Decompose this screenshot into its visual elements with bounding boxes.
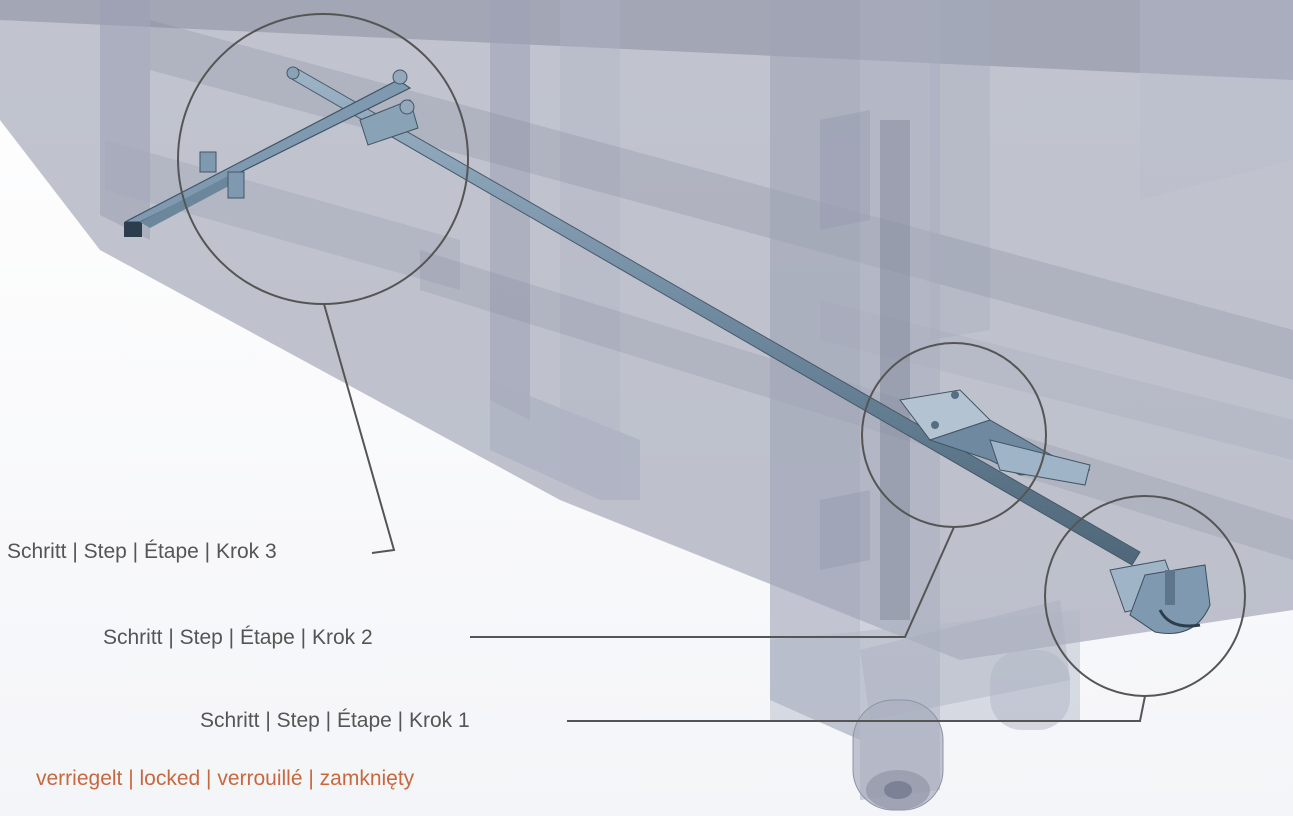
leader-lines: [323, 303, 1146, 722]
leader-line-step-2: [470, 526, 955, 638]
lock-status-text: verriegelt | locked | verrouillé | zamkn…: [36, 767, 415, 790]
callout-label-step-1: Schritt | Step | Étape | Krok 1: [200, 709, 470, 732]
cam-bracket: [899, 389, 1091, 486]
callout-label-step-3: Schritt | Step | Étape | Krok 3: [7, 540, 277, 563]
callout-circle-step-3: [177, 13, 469, 305]
leader-line-step-3: [323, 303, 396, 554]
bottom-roller: [852, 650, 1070, 811]
leader-line-step-1: [567, 695, 1146, 722]
latch-keeper: [1109, 559, 1211, 634]
locking-bar-assembly: [124, 66, 1141, 566]
callout-label-step-2: Schritt | Step | Étape | Krok 2: [103, 626, 373, 649]
